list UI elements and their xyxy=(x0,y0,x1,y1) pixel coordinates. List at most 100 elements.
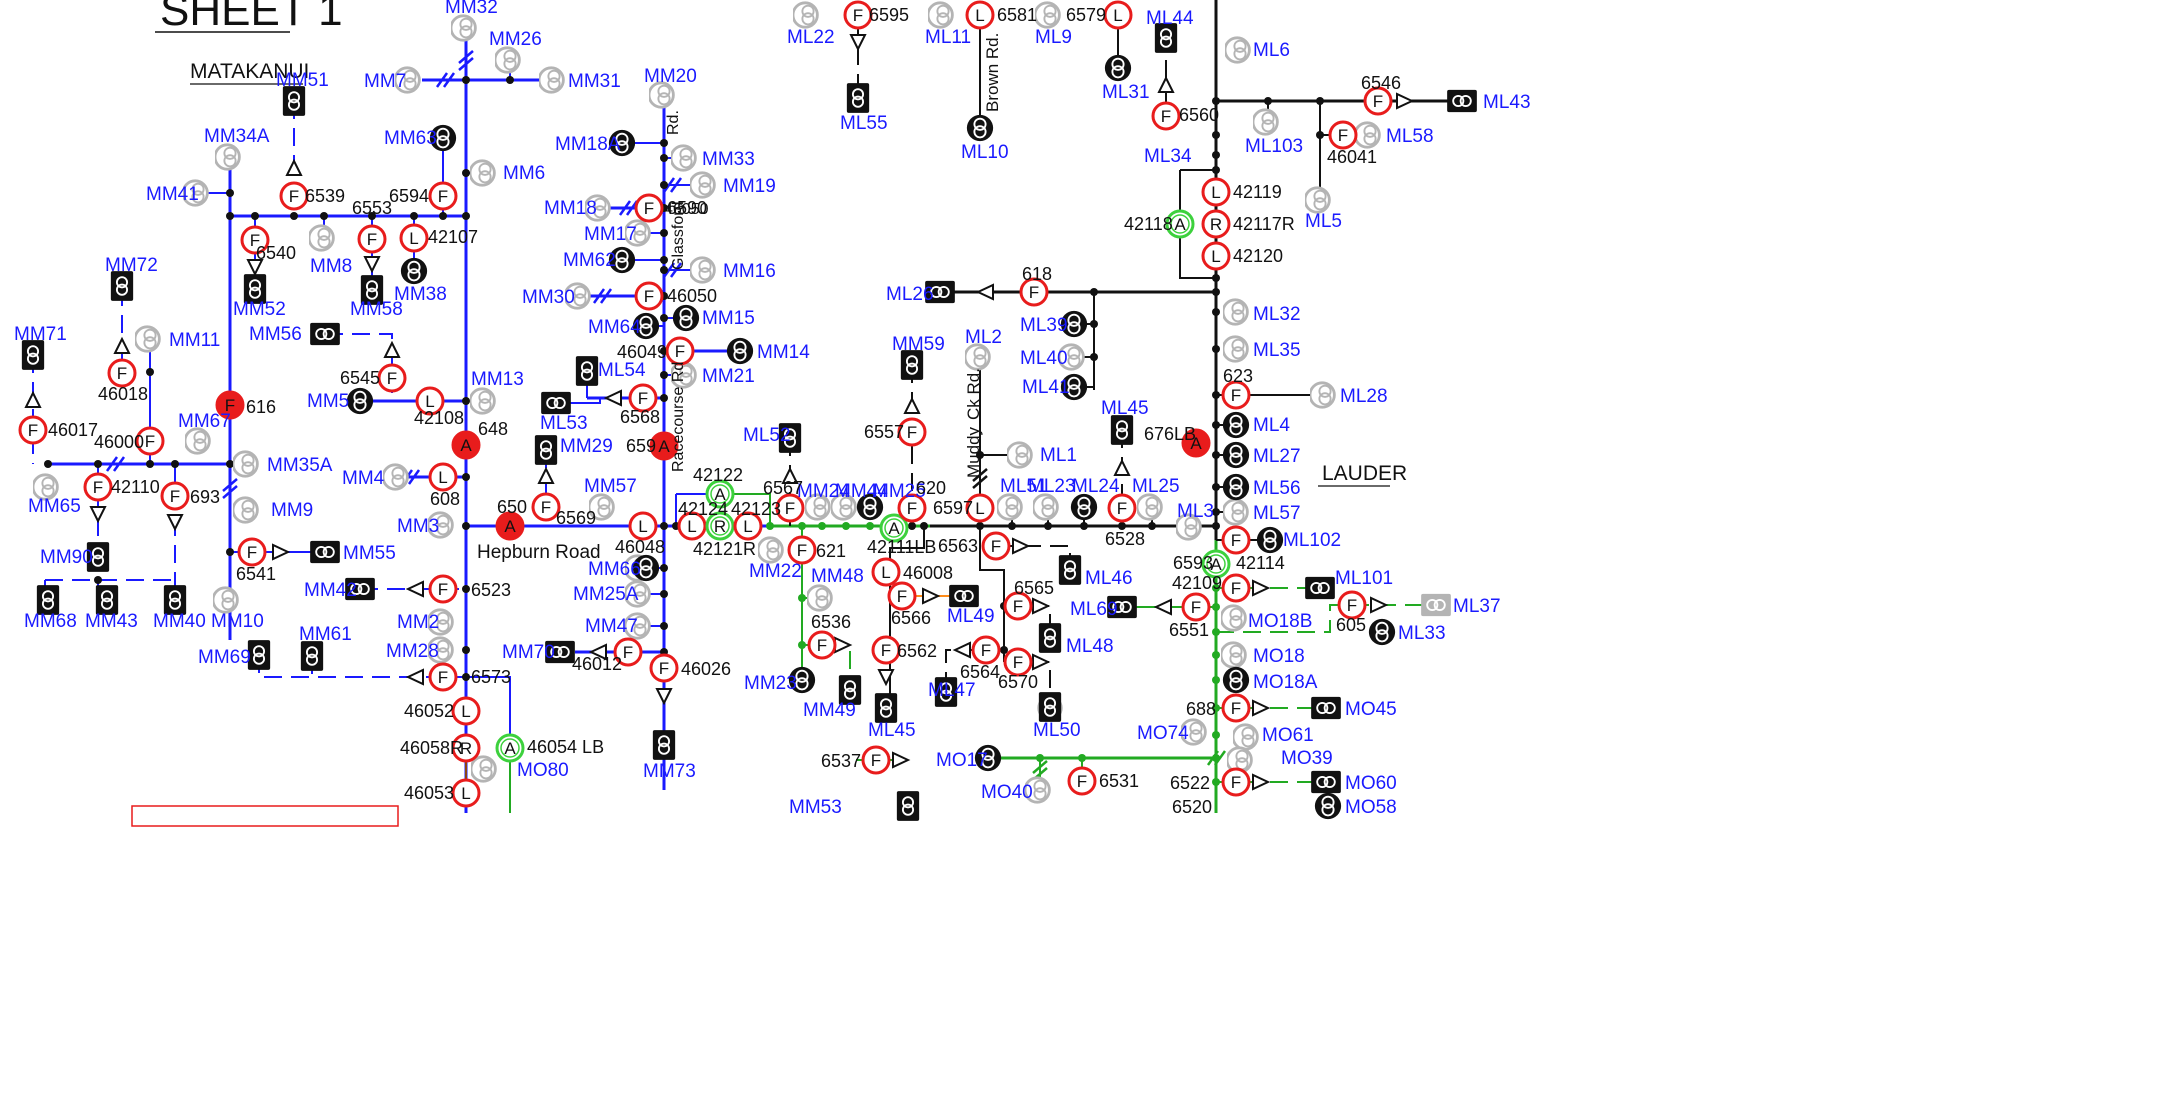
node-label: 6568 xyxy=(620,407,660,427)
switch-f[interactable]: F xyxy=(1363,86,1393,116)
switch-f[interactable]: F xyxy=(665,336,695,366)
switch-f[interactable]: F xyxy=(843,0,873,30)
switch-a[interactable]: A xyxy=(649,431,679,461)
switch-f[interactable]: F xyxy=(1107,493,1137,523)
switch-letter: F xyxy=(817,636,827,655)
switch-l[interactable]: L xyxy=(451,778,481,808)
switch-f[interactable]: F xyxy=(1221,380,1251,410)
switch-a[interactable]: A xyxy=(1181,428,1211,458)
switch-f[interactable]: F xyxy=(377,363,407,393)
switch-f[interactable]: F xyxy=(1221,573,1251,603)
switch-l[interactable]: L xyxy=(628,511,658,541)
fuse-arrow-icon xyxy=(877,669,895,687)
switch-l[interactable]: L xyxy=(428,462,458,492)
switch-f[interactable]: F xyxy=(628,383,658,413)
grey-transformer-icon xyxy=(135,325,161,353)
switch-l[interactable]: L xyxy=(1201,177,1231,207)
node-label: 42123 xyxy=(731,499,781,519)
switch-a[interactable]: A xyxy=(495,733,525,763)
switch-a[interactable]: A xyxy=(1201,549,1231,579)
switch-f[interactable]: F xyxy=(871,635,901,665)
junction-dot xyxy=(798,594,806,602)
switch-a[interactable]: A xyxy=(705,479,735,509)
switch-f[interactable]: F xyxy=(897,493,927,523)
switch-f[interactable]: F xyxy=(1003,647,1033,677)
switch-f[interactable]: F xyxy=(887,581,917,611)
switch-a[interactable]: A xyxy=(879,513,909,543)
switch-f[interactable]: F xyxy=(1003,591,1033,621)
switch-f[interactable]: F xyxy=(428,574,458,604)
switch-f[interactable]: F xyxy=(135,426,165,456)
switch-f[interactable]: F xyxy=(428,662,458,692)
switch-f[interactable]: F xyxy=(897,417,927,447)
fuse-arrow-icon xyxy=(1370,596,1389,614)
switch-l[interactable]: L xyxy=(871,557,901,587)
switch-letter: F xyxy=(1231,699,1241,718)
switch-f[interactable]: F xyxy=(357,224,387,254)
switch-f[interactable]: F xyxy=(279,181,309,211)
node-label: ML24 xyxy=(1072,476,1120,497)
switch-f[interactable]: F xyxy=(613,637,643,667)
switch-f[interactable]: F xyxy=(1019,277,1049,307)
switch-l[interactable]: L xyxy=(965,493,995,523)
fuse-arrow-icon xyxy=(903,396,921,414)
switch-f[interactable]: F xyxy=(1067,766,1097,796)
switch-f[interactable]: F xyxy=(1221,525,1251,555)
black-transformer-icon xyxy=(671,303,701,333)
switch-l[interactable]: L xyxy=(677,511,707,541)
switch-f[interactable]: F xyxy=(1151,101,1181,131)
switch-l[interactable]: L xyxy=(399,223,429,253)
switch-f[interactable]: F xyxy=(160,481,190,511)
node-label: 6590 xyxy=(667,198,707,218)
junction-dot xyxy=(660,522,668,530)
switch-l[interactable]: L xyxy=(965,0,995,30)
switch-f[interactable]: F xyxy=(237,537,267,567)
switch-f[interactable]: F xyxy=(649,653,679,683)
switch-f[interactable]: F xyxy=(531,492,561,522)
switch-letter: F xyxy=(117,364,127,383)
node-label: 618 xyxy=(1022,264,1052,284)
switch-f[interactable]: F xyxy=(787,535,817,565)
switch-f[interactable]: F xyxy=(240,225,270,255)
node-label: MM64 xyxy=(588,317,641,338)
switch-f[interactable]: F xyxy=(1221,693,1251,723)
switch-a[interactable]: A xyxy=(451,430,481,460)
grey-transformer-icon xyxy=(793,1,819,29)
switch-f[interactable]: F xyxy=(428,181,458,211)
switch-f[interactable]: F xyxy=(1328,120,1358,150)
switch-a[interactable]: A xyxy=(1165,209,1195,239)
switch-f[interactable]: F xyxy=(1221,767,1251,797)
switch-f[interactable]: F xyxy=(18,415,48,445)
district-label: LAUDER xyxy=(1322,462,1407,485)
switch-f[interactable]: F xyxy=(215,390,245,420)
switch-letter: F xyxy=(1029,283,1039,302)
switch-f[interactable]: F xyxy=(83,472,113,502)
switch-f[interactable]: F xyxy=(861,745,891,775)
junction-dot xyxy=(462,169,470,177)
switch-l[interactable]: L xyxy=(451,696,481,726)
switch-f[interactable]: F xyxy=(634,193,664,223)
junction-dot xyxy=(290,212,298,220)
switch-f[interactable]: F xyxy=(1337,590,1367,620)
grey-transformer-icon xyxy=(965,343,991,371)
switch-r[interactable]: R xyxy=(705,511,735,541)
switch-f[interactable]: F xyxy=(107,358,137,388)
junction-dot xyxy=(660,314,668,322)
switch-f[interactable]: F xyxy=(807,630,837,660)
switch-l[interactable]: L xyxy=(415,386,445,416)
switch-a[interactable]: A xyxy=(495,511,525,541)
switch-l[interactable]: L xyxy=(733,511,763,541)
switch-letter: F xyxy=(438,187,448,206)
switch-r[interactable]: R xyxy=(451,733,481,763)
switch-f[interactable]: F xyxy=(1181,592,1211,622)
switch-f[interactable]: F xyxy=(981,531,1011,561)
switch-r[interactable]: R xyxy=(1201,209,1231,239)
switch-f[interactable]: F xyxy=(971,635,1001,665)
switch-f[interactable]: F xyxy=(634,281,664,311)
node-label: MM44 xyxy=(835,481,888,502)
switch-l[interactable]: L xyxy=(1201,241,1231,271)
node-label: 6573 xyxy=(471,667,511,687)
switch-f[interactable]: F xyxy=(775,493,805,523)
node-label: ML39 xyxy=(1020,315,1068,336)
switch-l[interactable]: L xyxy=(1103,0,1133,30)
